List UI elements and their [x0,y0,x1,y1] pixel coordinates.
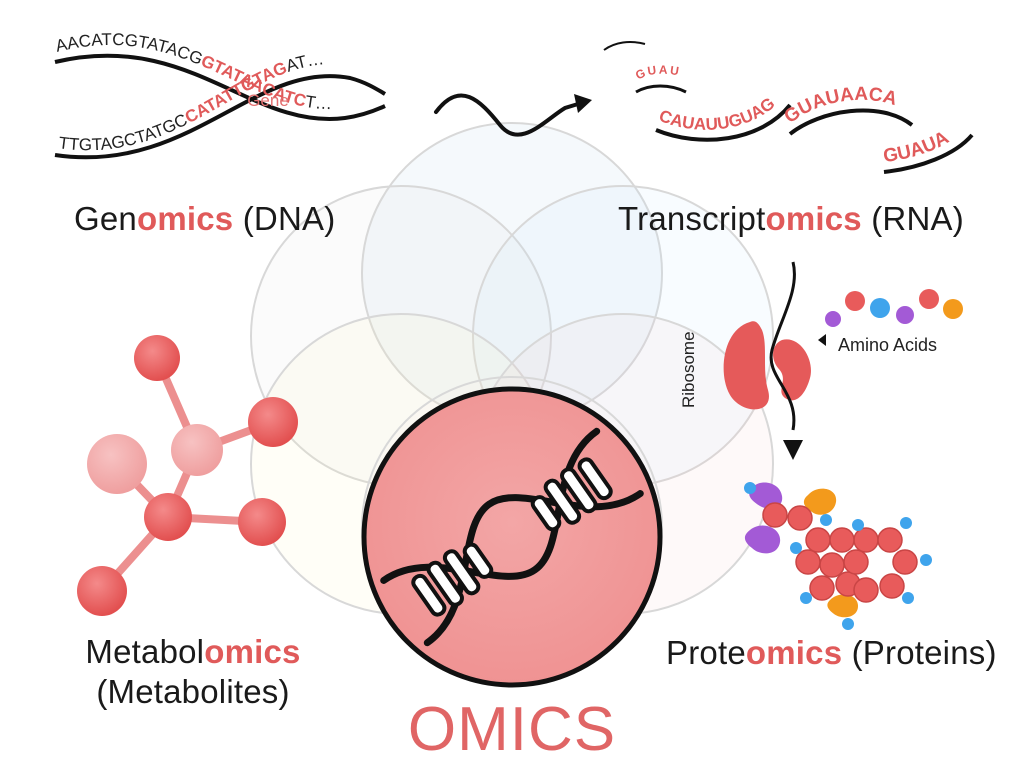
dna-helix-icon [380,427,644,647]
ribosome-label: Ribosome [679,331,698,408]
protein-cluster-icon [744,482,932,630]
metabolite-network-icon [77,335,298,616]
omics-title: OMICS [407,695,617,764]
rna-fragment-4: GUAUA [882,127,953,167]
proteomics-label: Proteomics (Proteins) [666,634,997,671]
transcriptomics-label: Transcriptomics (RNA) [618,200,964,237]
rna-fragment-3: GUAUAACA [780,84,899,128]
amino-acids-chain: Amino Acids [825,289,963,355]
central-dna-circle [361,386,663,688]
rna-fragment-1: GUAU [633,63,682,83]
transcription-arrow [434,93,592,137]
metabolomics-label: Metabolomics (Metabolites) [85,633,301,710]
dna-double-helix: AACATCGTATACGGTATAACATCT… TTGTAGCTATGCCA… [54,30,387,160]
genomics-label: Genomics (DNA) [74,200,336,237]
ribosome-icon: Ribosome [679,261,826,460]
gene-label: Gene [247,91,289,110]
amino-acids-label: Amino Acids [838,335,937,355]
rna-fragments: GUAU CAUAUUGUAG GUAUAACA GUAUA [603,41,974,174]
